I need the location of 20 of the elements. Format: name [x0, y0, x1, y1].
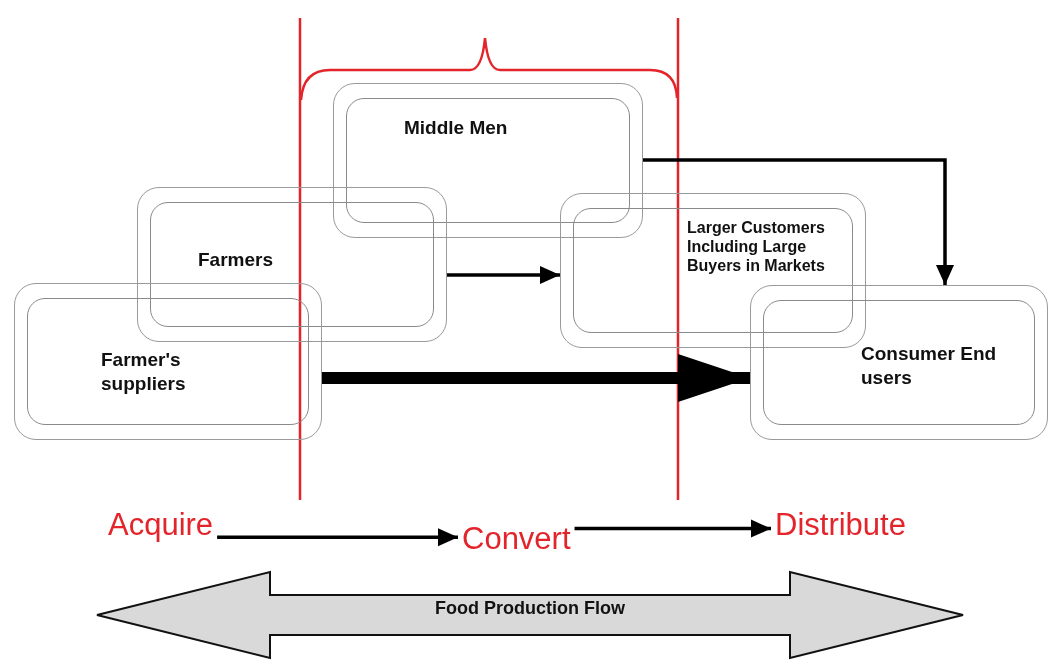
- arrow: [643, 158, 954, 285]
- rounded-box: [750, 285, 1048, 440]
- arrow: [447, 266, 560, 284]
- stage-label: Convert: [462, 520, 571, 558]
- rounded-box: [333, 83, 643, 238]
- box-label: Farmer's suppliers: [101, 348, 187, 396]
- arrow: [322, 354, 750, 402]
- stage-label: Acquire: [108, 506, 214, 544]
- rounded-box: [137, 187, 447, 342]
- rounded-box: [560, 193, 866, 348]
- box-label: Larger Customers Including Large Buyers in Markets: [687, 218, 826, 276]
- arrow-label: Food Production Flow: [434, 598, 626, 619]
- double-arrow: [95, 570, 965, 660]
- rounded-box: [14, 283, 322, 440]
- box-label: Middle Men: [404, 116, 509, 140]
- box-label: Farmers: [198, 248, 274, 272]
- stage-label: Distribute: [775, 506, 906, 544]
- arrow: [574, 519, 771, 538]
- arrow: [217, 528, 458, 547]
- box-label: Consumer End users: [861, 342, 998, 390]
